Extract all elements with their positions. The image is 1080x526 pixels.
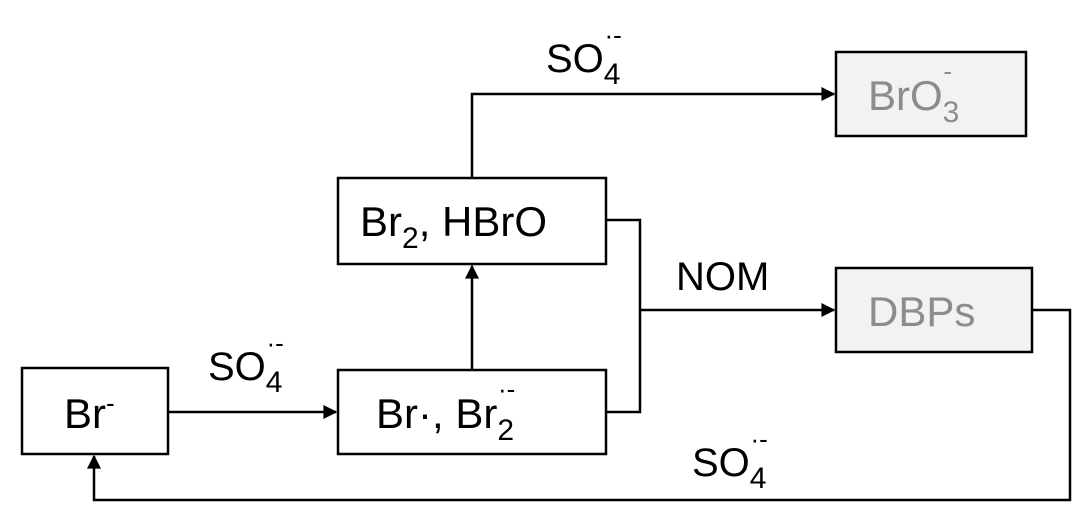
node-bromate: BrO3- [834, 50, 1028, 138]
label-sulfate-to-radicals: SO4·- [208, 328, 284, 399]
connector-bromine-to-nom [606, 218, 642, 310]
label-nom: NOM [676, 255, 769, 299]
node-dbps: DBPs [834, 266, 1034, 354]
bromide-label: Br- [64, 388, 115, 437]
label-sulfate-to-bromate: SO4·- [546, 20, 622, 91]
bromine-hbro-label: Br2, HBrO [360, 198, 547, 255]
node-bromine-radicals: Br·, Br2·- [336, 368, 608, 456]
bromate-label: BrO3- [868, 56, 959, 129]
radicals-label: Br·, Br2·- [376, 374, 515, 447]
node-bromide: Br- [20, 366, 170, 456]
connector-radicals-to-nom [606, 310, 642, 414]
label-sulfate-to-bromide: SO4·- [692, 424, 768, 495]
arrow-bromine-to-bromate [470, 87, 836, 178]
dbps-label: DBPs [868, 288, 975, 335]
node-bromine-hbro: Br2, HBrO [336, 176, 608, 266]
arrow-dbps-to-bromide [87, 308, 1072, 502]
